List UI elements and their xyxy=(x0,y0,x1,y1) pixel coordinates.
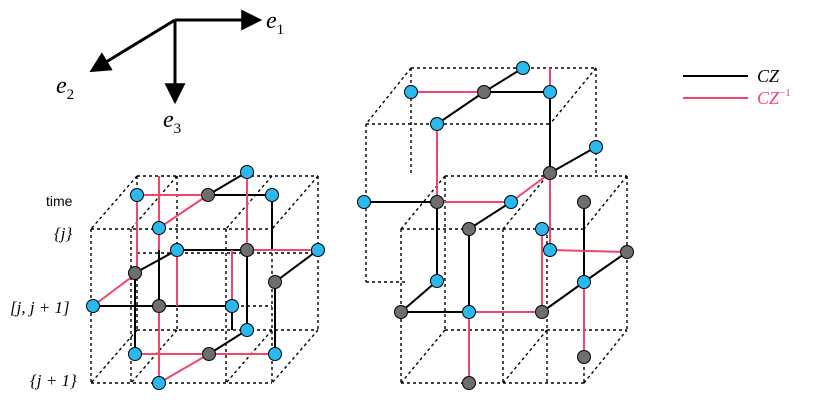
qubit-blue xyxy=(152,376,166,390)
qubit-blue xyxy=(86,299,100,313)
qubit-blue xyxy=(543,243,557,257)
qubit-gray xyxy=(620,245,634,259)
qubit-gray xyxy=(152,299,166,313)
qubit-gray xyxy=(462,376,476,390)
qubit-gray xyxy=(577,350,591,364)
right-lattice xyxy=(357,61,634,390)
qubit-gray xyxy=(268,275,282,289)
right-czinv-edges xyxy=(411,68,628,383)
legend-cz-label: CZ xyxy=(757,66,780,86)
qubit-blue xyxy=(516,61,530,75)
right-qubits xyxy=(357,61,634,390)
right-dashed-cubes xyxy=(365,67,628,384)
qubit-blue xyxy=(404,85,418,99)
qubit-blue xyxy=(265,188,279,202)
axis-e3-label: e3 xyxy=(163,107,181,137)
qubit-blue xyxy=(543,85,557,99)
axis-arrows: e1 e2 e3 xyxy=(56,8,284,137)
qubit-gray xyxy=(201,188,215,202)
qubit-gray xyxy=(240,243,254,257)
qubit-blue xyxy=(357,195,371,209)
time-interval-j-j1: [j, j + 1] xyxy=(10,298,70,317)
left-qubits xyxy=(86,165,325,390)
qubit-gray xyxy=(462,222,476,236)
qubit-gray xyxy=(430,195,444,209)
time-slice-j1: {j + 1} xyxy=(30,371,77,390)
axis-e2-arrow xyxy=(89,18,176,73)
qubit-gray xyxy=(394,305,408,319)
axis-e2-label: e2 xyxy=(56,73,74,103)
qubit-blue xyxy=(462,305,476,319)
qubit-blue xyxy=(504,195,518,209)
left-lattice xyxy=(86,165,325,390)
qubit-gray xyxy=(202,347,216,361)
qubit-blue xyxy=(577,275,591,289)
qubit-blue xyxy=(240,323,254,337)
qubit-gray xyxy=(535,305,549,319)
qubit-blue xyxy=(170,243,184,257)
qubit-gray xyxy=(128,266,142,280)
legend-cz-inverse-label: CZ−1 xyxy=(757,87,791,108)
time-label: time xyxy=(46,193,73,209)
left-cz-edges xyxy=(93,171,319,355)
qubit-blue xyxy=(430,117,444,131)
qubit-blue xyxy=(311,243,325,257)
qubit-blue xyxy=(152,221,166,235)
qubit-gray xyxy=(543,166,557,180)
axis-e1-label: e1 xyxy=(266,8,284,38)
qubit-blue xyxy=(430,274,444,288)
qubit-blue xyxy=(268,347,282,361)
qubit-blue xyxy=(225,299,239,313)
qubit-blue xyxy=(240,165,254,179)
qubit-blue xyxy=(589,140,603,154)
qubit-blue xyxy=(128,347,142,361)
left-czinv-edges xyxy=(92,172,318,384)
legend: CZ CZ−1 xyxy=(683,66,791,108)
qubit-blue xyxy=(535,222,549,236)
qubit-gray xyxy=(577,195,591,209)
right-cz-edges xyxy=(364,67,628,313)
time-labels: time {j} [j, j + 1] {j + 1} xyxy=(10,193,77,390)
time-slice-j: {j} xyxy=(54,224,73,243)
qubit-gray xyxy=(477,85,491,99)
qubit-blue xyxy=(130,188,144,202)
